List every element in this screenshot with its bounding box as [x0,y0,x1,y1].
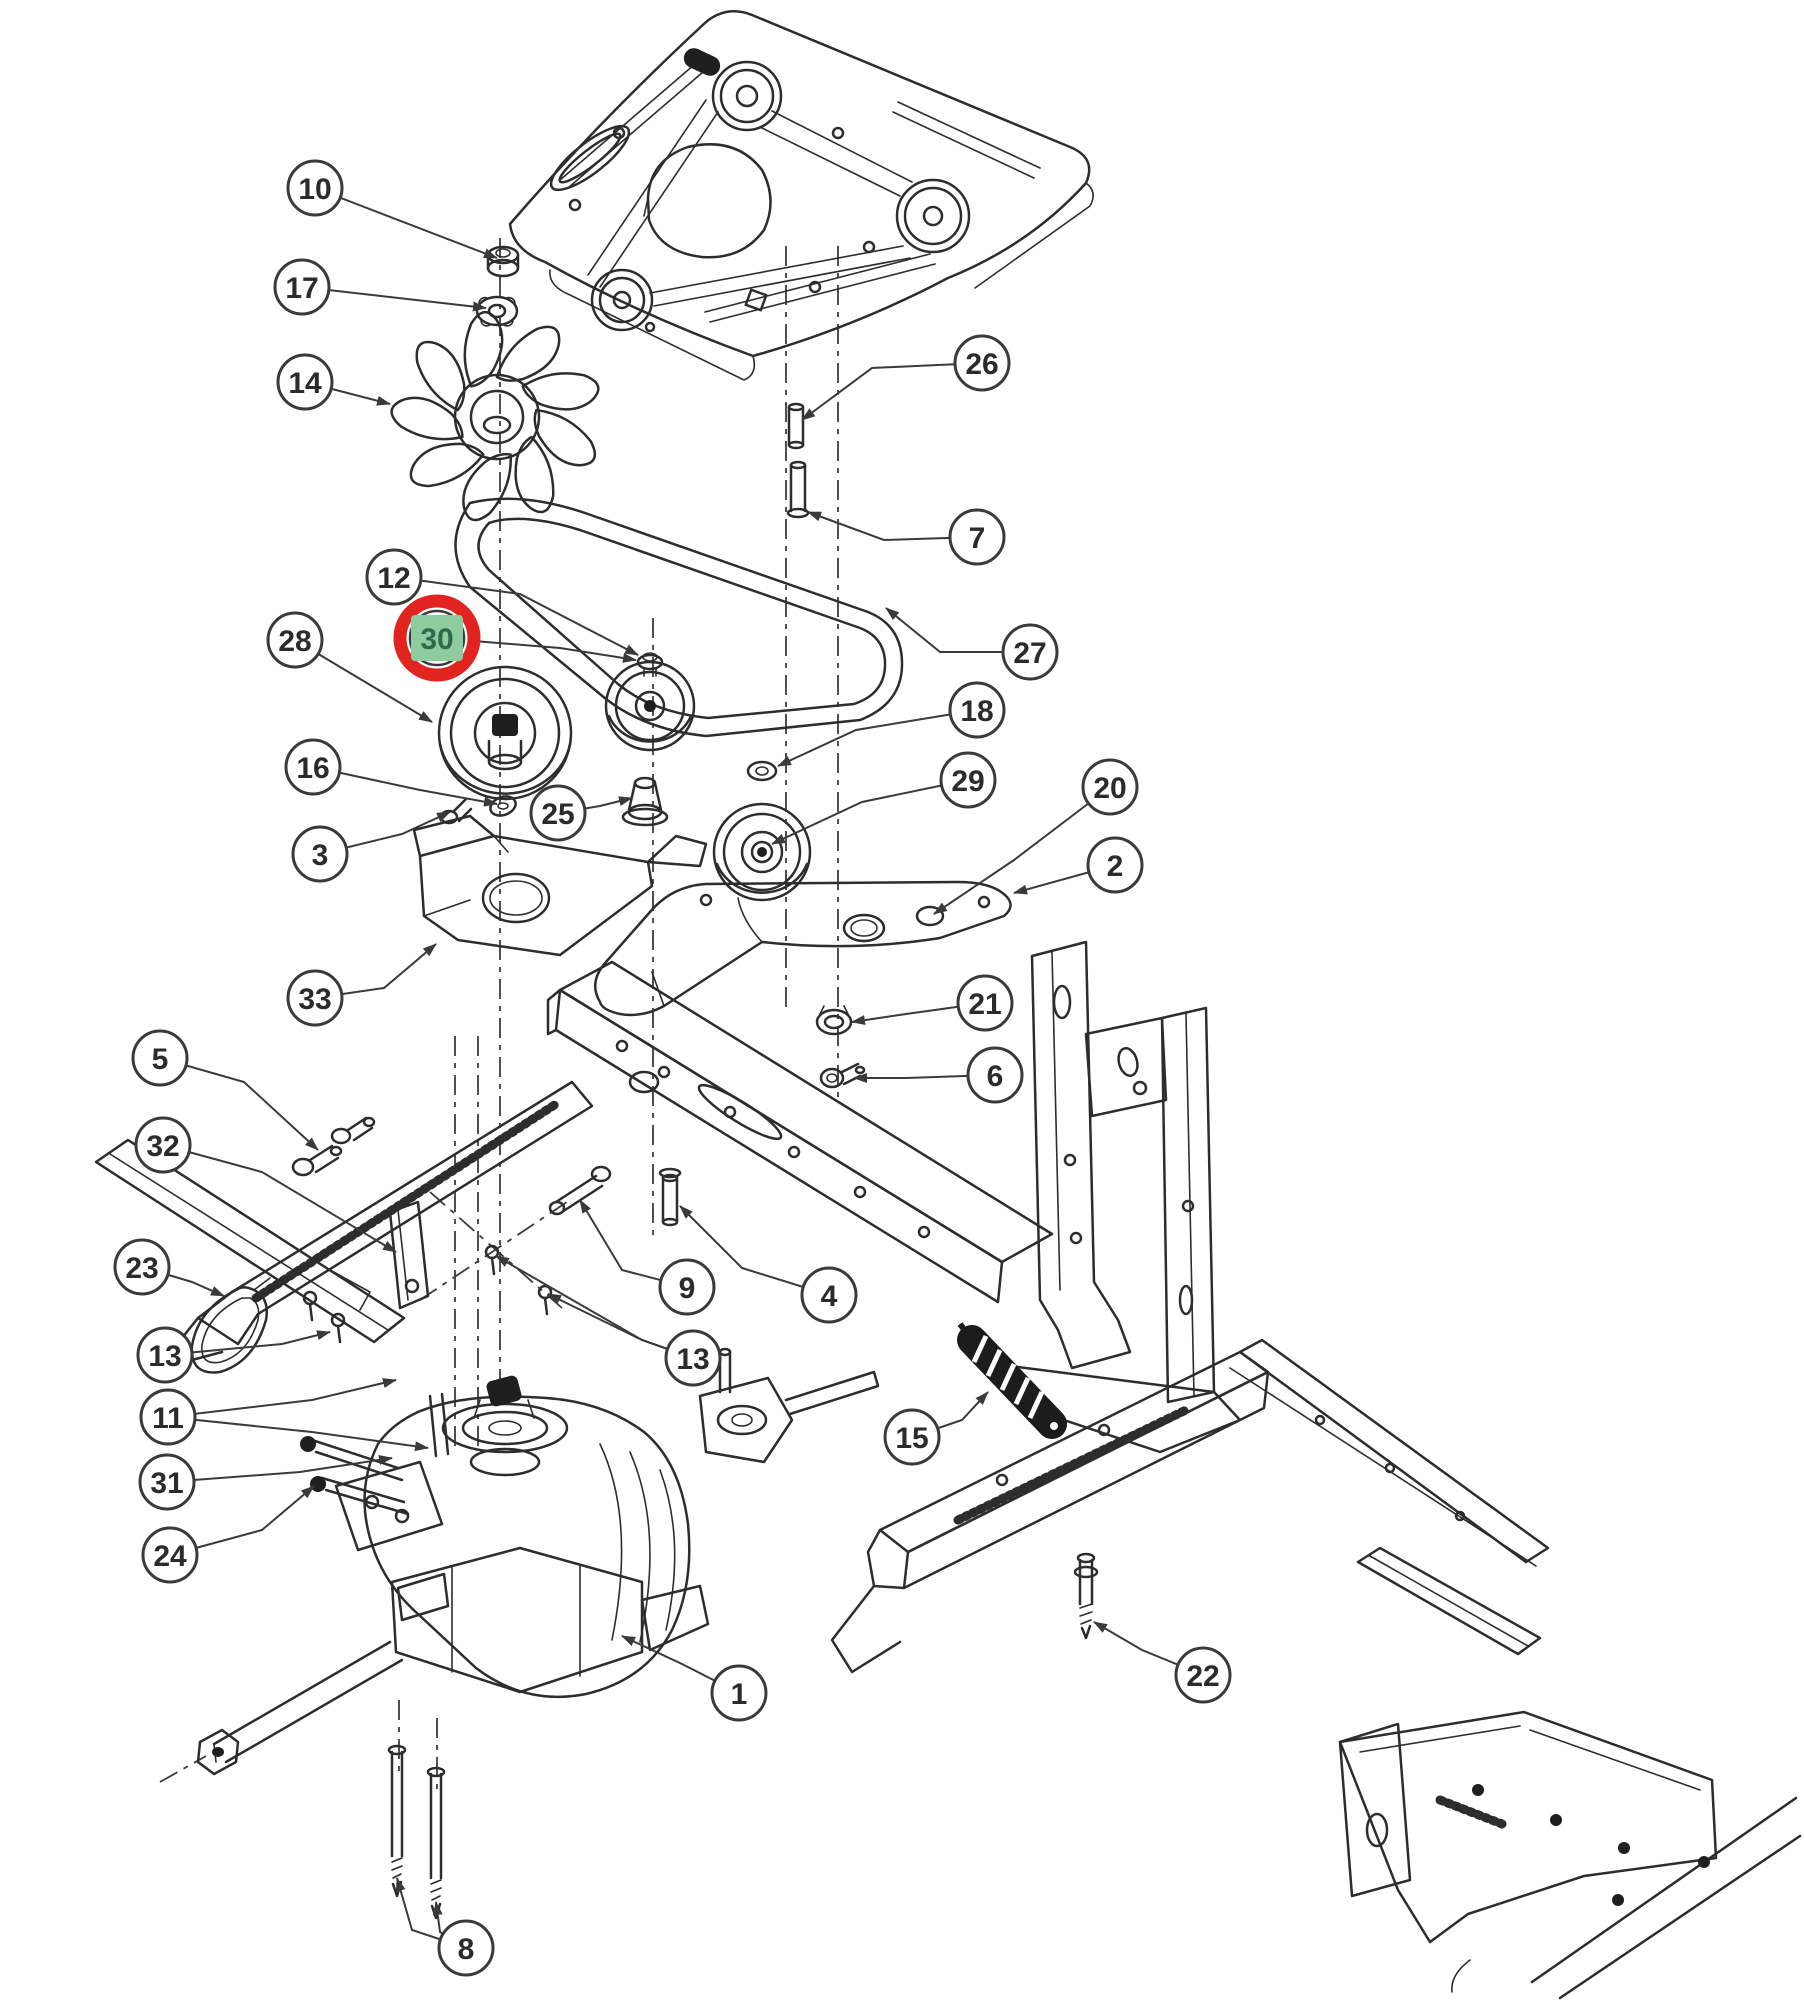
callout-balloon-24[interactable]: 24 [141,1485,315,1584]
part-plate-32 [388,1200,430,1310]
svg-text:4: 4 [821,1280,838,1313]
svg-text:24: 24 [153,1540,187,1573]
callout-balloon-31[interactable]: 31 [138,1453,393,1511]
callout-balloon-23[interactable]: 23 [113,1238,225,1297]
part-idler-bracket-2 [593,880,1012,1017]
callout-balloon-2[interactable]: 2 [1013,836,1144,895]
part-pin-4 [658,1167,682,1227]
svg-text:22: 22 [1186,1660,1219,1693]
callout-balloon-33[interactable]: 33 [286,943,437,1027]
part-bolt-22 [1073,1552,1099,1640]
svg-text:29: 29 [951,765,984,798]
part-cable-23 [190,1277,271,1374]
svg-text:14: 14 [288,367,322,400]
part-engine-pulley-28 [437,665,573,801]
callout-balloon-4[interactable]: 4 [679,1205,858,1324]
callout-balloon-1[interactable]: 1 [621,1635,768,1722]
part-idler-pulley-12 [604,652,696,752]
svg-text:13: 13 [676,1343,709,1376]
callout-balloon-25[interactable]: 25 [529,784,633,842]
part-washer-16 [489,795,517,817]
svg-text:8: 8 [458,1933,475,1966]
callout-balloon-22[interactable]: 22 [1093,1621,1232,1704]
svg-text:2: 2 [1107,850,1124,883]
part-deck-plate [508,10,1094,381]
svg-text:33: 33 [298,983,331,1016]
part-deck-pins [786,402,810,519]
svg-text:11: 11 [152,1402,184,1435]
part-drive-belt [454,497,904,738]
svg-text:18: 18 [960,695,993,728]
svg-text:31: 31 [150,1467,183,1500]
callout-balloon-17[interactable]: 17 [273,258,487,316]
svg-text:6: 6 [987,1060,1004,1093]
callout-balloon-10[interactable]: 10 [286,159,498,259]
svg-text:13: 13 [148,1340,181,1373]
part-bolt-9 [548,1165,612,1216]
callout-balloon-13-right[interactable]: 13 [495,1255,722,1387]
part-bolts-8 [387,1744,446,1920]
part-spring-15 [957,1322,1067,1439]
svg-text:3: 3 [312,839,329,872]
callout-balloon-12[interactable]: 12 [365,548,639,656]
svg-text:32: 32 [146,1130,179,1163]
callout-balloon-32[interactable]: 32 [134,1116,397,1253]
callout-balloon-28[interactable]: 28 [266,611,433,723]
part-bolt-6 [819,1062,866,1089]
svg-text:17: 17 [285,272,318,305]
svg-text:12: 12 [377,562,410,595]
part-right-rail [1229,1338,1550,1567]
callout-balloon-14[interactable]: 14 [276,353,391,411]
callout-balloon-11[interactable]: 11 [139,1378,429,1452]
callout-balloon-13-left[interactable]: 13 [136,1326,331,1384]
callout-balloon-9[interactable]: 9 [579,1199,716,1316]
svg-text:9: 9 [679,1272,696,1305]
callout-balloon-5[interactable]: 5 [131,1029,319,1151]
callout-balloon-21[interactable]: 21 [851,974,1014,1032]
callout-balloon-6[interactable]: 6 [853,1046,1024,1104]
svg-text:21: 21 [968,988,1001,1021]
part-bolts-5 [291,1116,376,1177]
callout-balloon-7[interactable]: 7 [807,508,1006,566]
callout-balloon-3[interactable]: 3 [291,811,451,883]
callout-balloon-20[interactable]: 20 [933,758,1139,915]
svg-text:23: 23 [125,1252,158,1285]
part-lower-cross-rail [830,1350,1270,1674]
part-bracket-33 [412,814,708,957]
part-transaxle [196,1347,880,1776]
callout-balloon-26[interactable]: 26 [801,334,1011,421]
callout-balloon-16[interactable]: 16 [284,738,498,807]
svg-text:5: 5 [152,1043,169,1076]
svg-text:1: 1 [731,1678,748,1711]
part-studs-13 [302,1244,553,1344]
svg-text:27: 27 [1013,637,1046,670]
svg-text:16: 16 [296,752,329,785]
svg-text:26: 26 [965,348,998,381]
svg-text:25: 25 [541,798,574,831]
part-nut-21 [815,1005,853,1036]
svg-text:15: 15 [895,1422,928,1455]
svg-text:7: 7 [969,522,986,555]
part-washer-18 [746,760,778,782]
part-rear-posts [1008,940,1242,1454]
part-fan [386,306,604,525]
centerlines [159,238,839,1790]
callout-balloon-18[interactable]: 18 [777,681,1006,767]
callout-balloon-15[interactable]: 15 [883,1391,989,1466]
part-bolt-3 [439,797,473,825]
svg-text:30: 30 [420,623,453,656]
callout-balloon-29[interactable]: 29 [771,751,997,845]
part-frame-front-rail [546,960,1054,1304]
part-flat-idler-29 [712,802,812,902]
part-corner-assembly [1338,1546,1802,2000]
svg-text:28: 28 [278,625,311,658]
part-fan-nut [486,245,520,278]
svg-text:10: 10 [298,173,331,206]
svg-text:20: 20 [1093,772,1126,805]
callout-balloon-27[interactable]: 27 [885,607,1059,681]
callout-balloon-30[interactable]: 30 [393,594,637,682]
callout-balloon-8[interactable]: 8 [395,1877,495,1977]
part-spacer-25 [621,776,669,827]
